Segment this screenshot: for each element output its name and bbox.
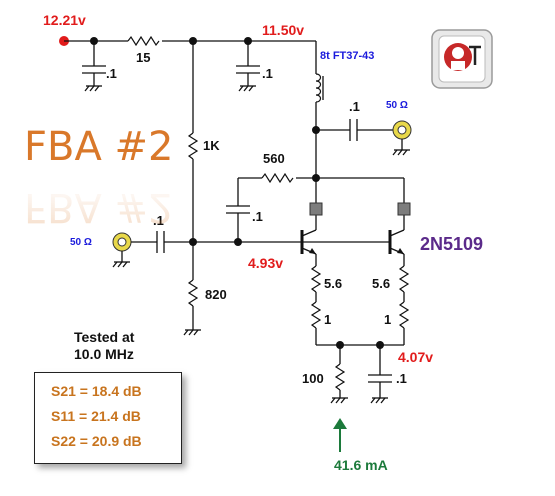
resistor-820 bbox=[183, 242, 201, 336]
r-feedback-value: 560 bbox=[263, 151, 285, 166]
result-s21: S21 = 18.4 dB bbox=[51, 383, 142, 399]
collector-leads bbox=[309, 178, 411, 230]
r-supply-value: 15 bbox=[136, 50, 150, 65]
r-e1b-value: 1 bbox=[324, 312, 331, 327]
capacitor-supply bbox=[82, 41, 106, 92]
title-reflection: FBA #2 bbox=[24, 184, 174, 230]
ground-icon bbox=[330, 397, 348, 404]
capacitor-emitter bbox=[368, 345, 392, 404]
emitter-resistors-q1 bbox=[310, 254, 322, 345]
c-emitter-value: .1 bbox=[396, 371, 407, 386]
transformer-label: 8t FT37-43 bbox=[320, 50, 374, 62]
title-text: FBA #2 bbox=[24, 124, 174, 170]
port-in-label: 50 Ω bbox=[70, 237, 92, 248]
resistor-100 bbox=[330, 345, 348, 404]
port-out-label: 50 Ω bbox=[386, 100, 408, 111]
transformer-coil bbox=[315, 41, 324, 178]
r-e1a-value: 5.6 bbox=[324, 276, 342, 291]
emitter-resistors-q2 bbox=[398, 254, 410, 345]
capacitor-input bbox=[131, 231, 302, 253]
node-voltage-top-label: 11.50v bbox=[262, 22, 304, 38]
test-note-line2: 10.0 MHz bbox=[74, 346, 134, 362]
c-top-value: .1 bbox=[262, 66, 273, 81]
ground-icon bbox=[370, 397, 388, 404]
supply-rail bbox=[59, 35, 316, 47]
r-emitter-value: 100 bbox=[302, 371, 324, 386]
svg-text:FBA #2: FBA #2 bbox=[24, 184, 174, 230]
transistor-label: 2N5109 bbox=[420, 234, 483, 254]
result-s11: S11 = 21.4 dB bbox=[51, 408, 141, 424]
current-label: 41.6 mA bbox=[334, 457, 388, 473]
logo-icon bbox=[431, 29, 493, 89]
ferrite-bead-icon bbox=[397, 202, 411, 216]
ferrite-bead-icon bbox=[309, 202, 323, 216]
capacitor-top bbox=[236, 41, 260, 92]
resistor-1k bbox=[187, 41, 199, 242]
ground-icon bbox=[183, 329, 201, 336]
ground-icon bbox=[238, 85, 256, 92]
ground-icon bbox=[84, 85, 102, 92]
result-s22: S22 = 20.9 dB bbox=[51, 433, 142, 449]
c-supply-value: .1 bbox=[106, 66, 117, 81]
r-e2b-value: 1 bbox=[384, 312, 391, 327]
output-port-connector bbox=[392, 120, 412, 156]
c-input-value: .1 bbox=[153, 213, 164, 228]
resistor-15 bbox=[127, 35, 160, 47]
emitter-node bbox=[316, 341, 404, 349]
transistor-q2 bbox=[388, 229, 405, 255]
c-output-value: .1 bbox=[349, 99, 360, 114]
r-bias-top-value: 1K bbox=[203, 138, 220, 153]
results-box: S21 = 18.4 dB S11 = 21.4 dB S22 = 20.9 d… bbox=[34, 372, 182, 464]
test-note-line1: Tested at bbox=[74, 329, 135, 345]
r-bias-bottom-value: 820 bbox=[205, 287, 227, 302]
capacitor-output bbox=[312, 119, 394, 141]
base-voltage-label: 4.93v bbox=[248, 255, 283, 271]
current-arrow-icon bbox=[333, 418, 347, 452]
c-feedback-value: .1 bbox=[252, 209, 263, 224]
input-port-connector bbox=[112, 232, 132, 268]
r-e2a-value: 5.6 bbox=[372, 276, 390, 291]
emitter-voltage-label: 4.07v bbox=[398, 349, 433, 365]
feedback-network bbox=[226, 172, 404, 242]
supply-voltage-label: 12.21v bbox=[43, 12, 86, 28]
